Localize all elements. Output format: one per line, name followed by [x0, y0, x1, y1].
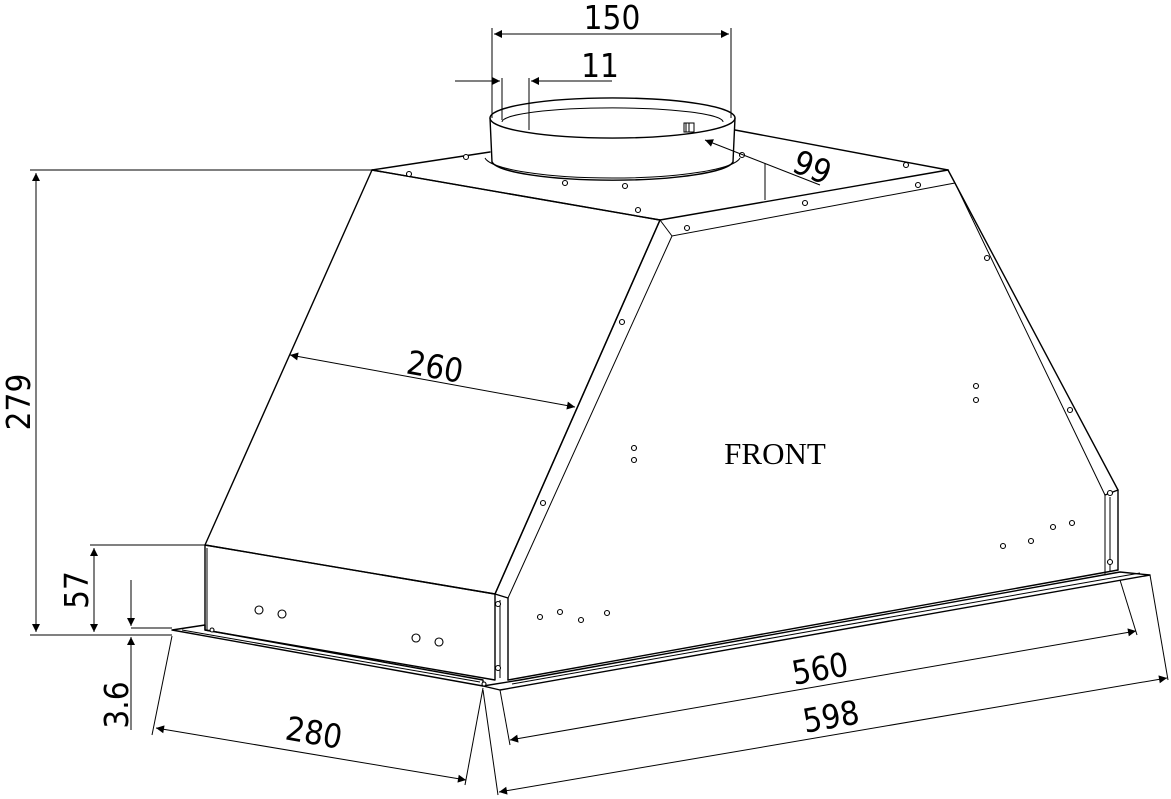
front-label: FRONT [724, 436, 826, 471]
dim-560-label: 560 [789, 645, 852, 693]
screw-hole [914, 181, 922, 189]
screw-hole [1049, 523, 1057, 531]
front-panel-right-flange-inner [954, 182, 1106, 496]
screw-hole [254, 605, 264, 615]
screw-hole [577, 616, 585, 624]
screw-hole [462, 153, 470, 161]
screw-hole [634, 206, 642, 214]
screw-hole [972, 382, 980, 390]
screw-hole [630, 456, 638, 464]
dim-280-ext-right [464, 687, 484, 786]
dimension-labels: 150 11 99 260 279 57 3.6 280 560 598 FRO… [0, 0, 862, 757]
duct-collar [484, 97, 741, 181]
dim-280-label: 280 [283, 709, 346, 757]
lower-front-box [494, 593, 509, 681]
front-panel-right-flange [947, 169, 1119, 491]
top-panel-right-edge [734, 129, 949, 171]
top-flange-inner [659, 182, 956, 237]
dim-99-label: 99 [787, 142, 837, 192]
bottom-lip-left [171, 624, 484, 687]
duct-collar-base-ring [484, 157, 741, 179]
dim-280-line [155, 725, 467, 783]
screw-hole [603, 609, 611, 617]
screw-hole [209, 627, 215, 633]
screw-hole [405, 170, 413, 178]
top-panel-outline [371, 151, 491, 171]
dim-560-ext-right [1119, 579, 1138, 636]
dim-260-label: 260 [404, 343, 467, 391]
screw-hole [1027, 537, 1035, 545]
bottom-lip-left-inner [181, 629, 481, 683]
screw-hole [539, 499, 547, 507]
dim-598-ext-right [1149, 574, 1169, 681]
duct-collar-right [732, 117, 736, 163]
screw-hole [1106, 558, 1114, 566]
screw-hole [801, 199, 809, 207]
front-panel-left-flange-inner [507, 235, 673, 599]
dim-279-label: 279 [0, 374, 38, 431]
screw-hole [561, 179, 569, 187]
screw-hole [434, 637, 444, 647]
screw-hole [630, 444, 638, 452]
dim-57-label: 57 [57, 571, 96, 609]
screw-hole [999, 542, 1007, 550]
screw-hole [556, 608, 564, 616]
dim-11-label: 11 [581, 46, 619, 85]
top-front-edge [371, 169, 949, 221]
dim-99-line [704, 139, 821, 186]
screw-hole [411, 633, 421, 643]
hood-body [171, 129, 1151, 691]
dim-598-ext-left [482, 689, 499, 796]
dim-260-line [289, 352, 576, 410]
screw-hole [1066, 406, 1074, 414]
duct-collar-left [489, 117, 493, 163]
front-panel-left-flange [494, 219, 661, 595]
duct-collar-bottom [491, 161, 734, 181]
screw-hole [972, 396, 980, 404]
screw-hole [983, 254, 991, 262]
duct-collar-inner [501, 107, 724, 123]
duct-collar-top [489, 97, 736, 139]
screw-hole [1106, 489, 1114, 497]
lower-front-right [1104, 489, 1119, 571]
screw-hole [618, 318, 626, 326]
screw-hole [494, 664, 502, 672]
screw-hole [277, 609, 287, 619]
dim-36-label: 3.6 [97, 681, 136, 728]
lower-left-box [204, 544, 496, 681]
screw-hole [536, 613, 544, 621]
dim-150-label: 150 [584, 0, 641, 37]
screw-hole [1068, 519, 1076, 527]
screw-hole [621, 182, 629, 190]
dim-598-line [498, 675, 1168, 795]
screw-hole [683, 224, 691, 232]
dimension-lines [30, 28, 1169, 796]
dim-560-ext-left [499, 689, 511, 746]
screw-hole [494, 600, 502, 608]
screw-hole [902, 161, 910, 169]
screw-holes [209, 151, 1114, 687]
dim-598-label: 598 [800, 693, 863, 741]
screw-hole [481, 681, 487, 687]
dim-280-ext-left [151, 635, 173, 736]
